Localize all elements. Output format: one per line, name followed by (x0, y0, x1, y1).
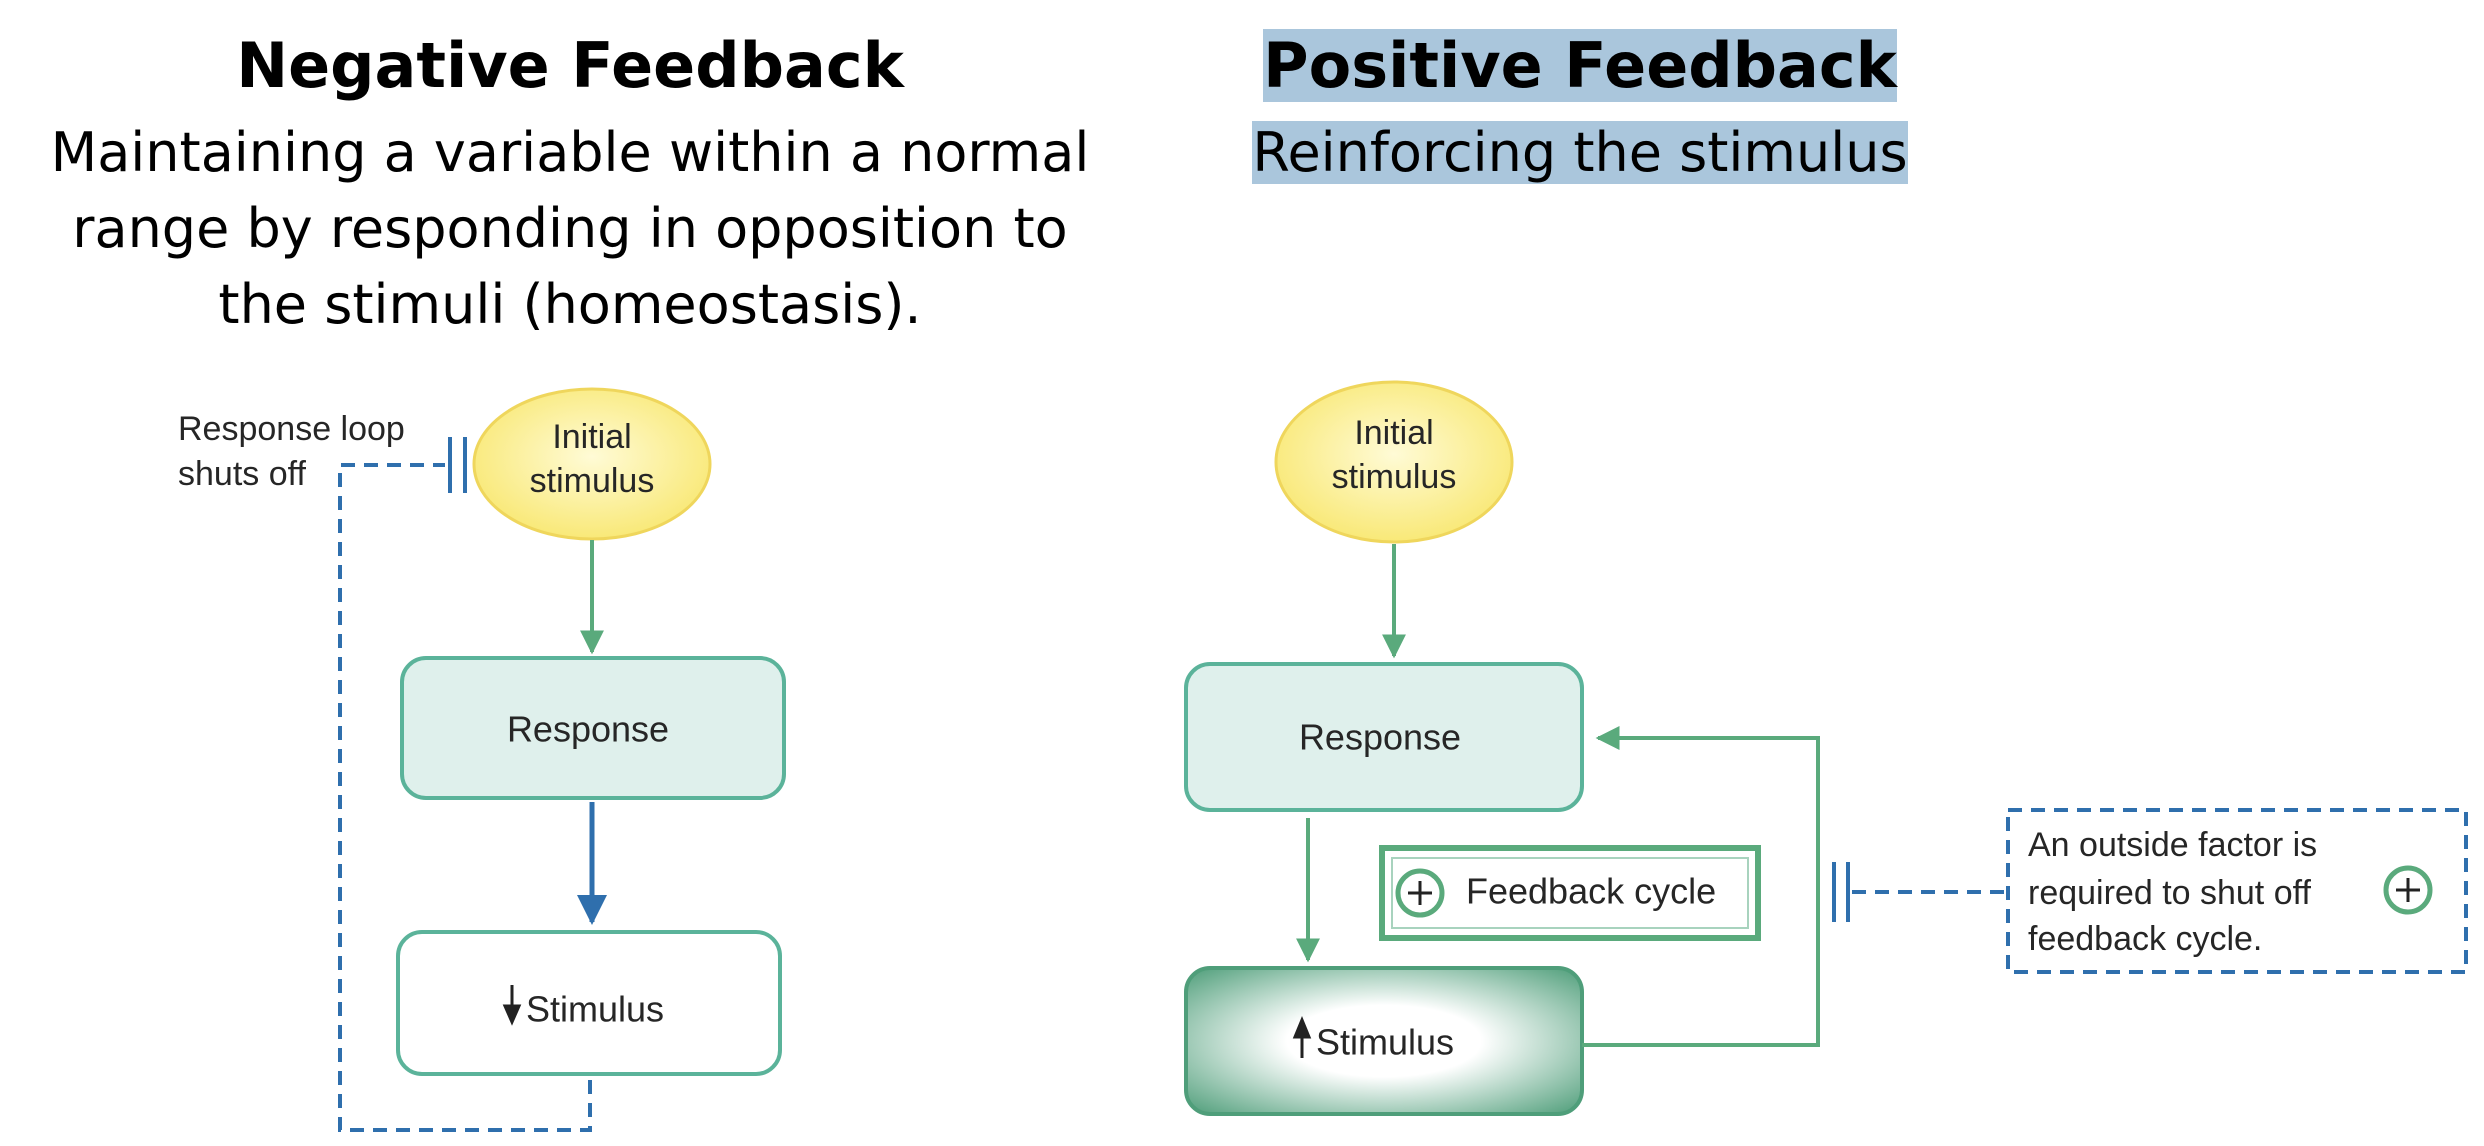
negative-response-label: Response (507, 709, 669, 750)
positive-feedback-loop (1582, 726, 1820, 1047)
feedback-cycle-box-inner (1391, 857, 1749, 929)
negative-subtitle-line: Maintaining a variable within a normal (50, 121, 1090, 184)
positive-initial-stimulus-ellipse (1274, 380, 1514, 544)
negative-subtitle-line: range by responding in opposition to (72, 197, 1068, 260)
positive-feedback-title: Positive Feedback (1180, 29, 1980, 102)
negative-feedback-diagram: Response loop shuts off Initial stimulus… (178, 387, 786, 1132)
positive-response-box (1184, 662, 1584, 812)
positive-title-highlight: Positive Feedback (1263, 29, 1897, 102)
negative-dashed-loop (338, 463, 592, 1132)
positive-stimulus-box (1184, 966, 1584, 1116)
arrow-up-icon (1292, 1016, 1312, 1058)
negative-stimulus-label: Stimulus (526, 989, 664, 1030)
negative-initial-stimulus-label: stimulus (530, 462, 655, 500)
feedback-cycle-label: Feedback cycle (1466, 871, 1716, 912)
feedback-cycle-box (1379, 845, 1761, 941)
positive-subtitle-highlight: Reinforcing the stimulus (1252, 121, 1908, 184)
outside-factor-text: An outside factor is (2028, 826, 2317, 864)
negative-initial-stimulus-label: Initial (552, 418, 631, 456)
negative-subtitle-line: the stimuli (homeostasis). (218, 273, 922, 336)
outside-factor-text: required to shut off (2028, 874, 2311, 912)
negative-initial-stimulus-ellipse (472, 387, 712, 541)
plus-glyph (1408, 881, 1432, 905)
negative-stimulus-box (396, 930, 782, 1076)
outside-factor-text: feedback cycle. (2028, 920, 2262, 958)
positive-initial-stimulus-label: stimulus (1332, 458, 1457, 496)
negative-feedback-title: Negative Feedback (236, 29, 904, 102)
plus-glyph (2396, 878, 2420, 902)
positive-stimulus-label: Stimulus (1316, 1022, 1454, 1063)
negative-response-box (400, 656, 786, 800)
response-loop-label: shuts off (178, 455, 306, 493)
arrow-down-icon (502, 985, 522, 1026)
positive-feedback-subtitle: Reinforcing the stimulus (1180, 115, 1980, 191)
positive-initial-stimulus-label: Initial (1354, 414, 1433, 452)
negative-feedback-subtitle: Maintaining a variable within a normal r… (40, 115, 1100, 343)
positive-response-label: Response (1299, 717, 1461, 758)
response-loop-label: Response loop (178, 410, 405, 448)
positive-feedback-diagram: Initial stimulus Response Stimulus Feedb… (1184, 380, 2468, 1116)
